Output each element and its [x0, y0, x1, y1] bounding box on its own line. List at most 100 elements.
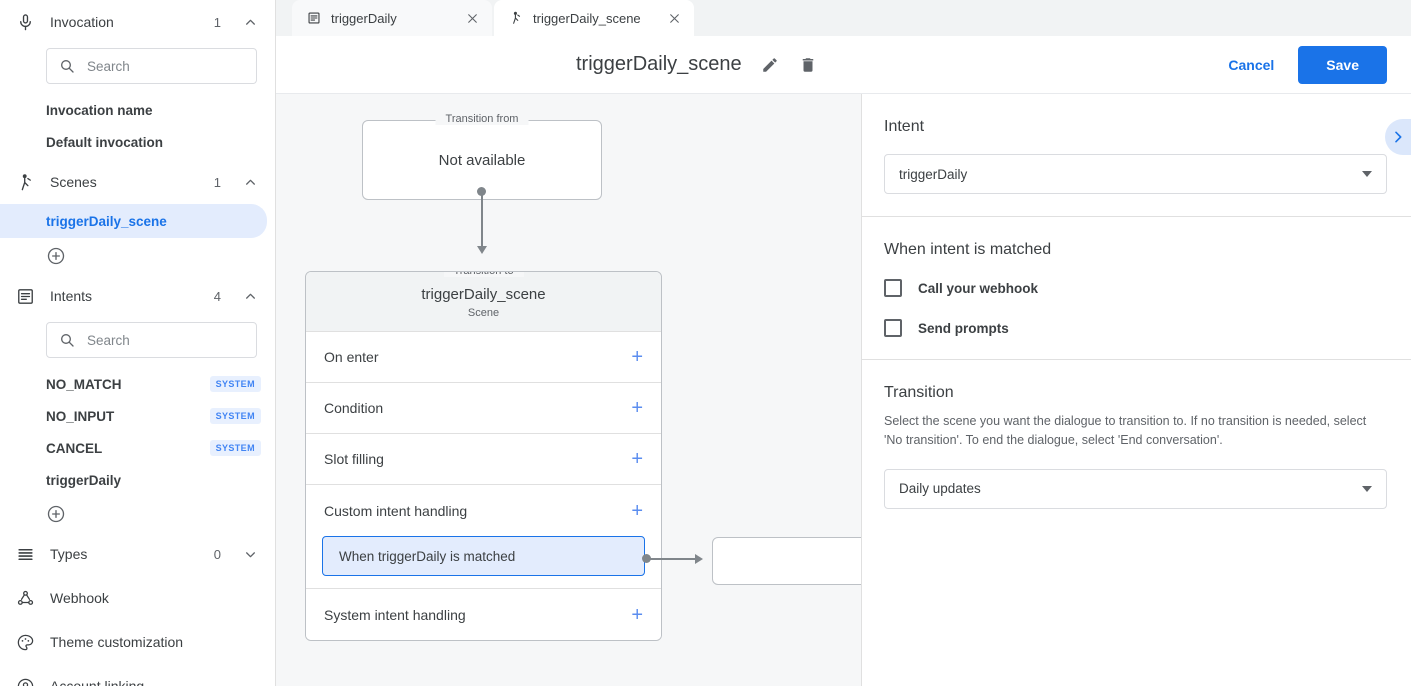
status-badge: SYSTEM — [209, 408, 261, 424]
transition-to-node[interactable]: Tr Dail — [712, 537, 861, 585]
sidebar-item-cancel[interactable]: CANCEL SYSTEM — [0, 432, 275, 464]
edge-arrow-down — [477, 246, 487, 254]
status-badge: SYSTEM — [209, 440, 261, 456]
edge-arrow-right — [695, 554, 703, 564]
sidebar-item-label: CANCEL — [46, 440, 103, 456]
sidebar-item-account-linking[interactable]: Account linking — [0, 664, 275, 686]
close-icon[interactable] — [464, 10, 480, 26]
trash-icon[interactable] — [798, 55, 818, 75]
sidebar-group-count: 1 — [213, 174, 221, 190]
scene-row-slot-filling[interactable]: Slot filling + — [306, 434, 661, 485]
webhook-icon — [14, 587, 36, 609]
palette-icon — [14, 631, 36, 653]
sidebar-item-no-input[interactable]: NO_INPUT SYSTEM — [0, 400, 275, 432]
sidebar-group-label: Invocation — [50, 14, 114, 30]
scene-row-condition[interactable]: Condition + — [306, 383, 661, 434]
intent-select[interactable]: triggerDaily — [884, 154, 1387, 194]
transition-section-title: Transition — [884, 384, 954, 401]
scene-header: triggerDaily_scene Cancel Save — [276, 36, 1411, 94]
add-scene-button[interactable] — [0, 238, 275, 274]
sidebar-item-webhook[interactable]: Webhook — [0, 576, 275, 620]
transition-select[interactable]: Daily updates — [884, 468, 1387, 509]
intent-select-value: triggerDaily — [899, 166, 968, 182]
sidebar-item-no-match[interactable]: NO_MATCH SYSTEM — [0, 368, 275, 400]
add-slot-filling-icon[interactable]: + — [631, 448, 643, 470]
chevron-up-icon[interactable] — [243, 289, 257, 303]
transition-select-value: Daily updates — [899, 481, 981, 497]
scene-graph-canvas[interactable]: Transition from Not available Transition… — [276, 94, 862, 686]
scene-row-on-enter[interactable]: On enter + — [306, 332, 661, 383]
tab-triggerdaily[interactable]: triggerDaily — [292, 0, 492, 36]
sidebar-group-scenes[interactable]: Scenes 1 — [0, 160, 275, 204]
sidebar-item-triggerdaily-scene[interactable]: triggerDaily_scene — [0, 204, 267, 238]
transition-section: Transition Select the scene you want the… — [862, 360, 1411, 531]
intent-section-title: Intent — [884, 118, 925, 135]
close-icon[interactable] — [666, 10, 682, 26]
scene-icon — [508, 11, 523, 26]
add-intent-button[interactable] — [0, 496, 275, 532]
scene-node-header: triggerDaily_scene Scene — [306, 272, 661, 332]
scene-icon — [14, 171, 36, 193]
sidebar-item-triggerdaily[interactable]: triggerDaily — [0, 464, 275, 496]
cancel-button[interactable]: Cancel — [1214, 48, 1288, 82]
intents-search-input[interactable]: Search — [46, 322, 257, 358]
chevron-down-icon[interactable] — [243, 547, 257, 561]
status-badge: SYSTEM — [209, 376, 261, 392]
sidebar-item-label: Invocation name — [46, 102, 153, 118]
custom-intent-handler-list: When triggerDaily is matched — [306, 536, 661, 589]
pencil-icon[interactable] — [760, 55, 780, 75]
chevron-up-icon[interactable] — [243, 175, 257, 189]
call-webhook-row[interactable]: Call your webhook — [884, 279, 1387, 297]
add-condition-icon[interactable]: + — [631, 397, 643, 419]
sidebar-item-theme-customization[interactable]: Theme customization — [0, 620, 275, 664]
plus-circle-icon — [46, 504, 66, 524]
when-intent-matched-section: When intent is matched Call your webhook… — [862, 217, 1411, 360]
scene-row-custom-intent-handling[interactable]: Custom intent handling + — [306, 485, 661, 536]
edge-vertical — [481, 192, 483, 248]
sidebar-group-count: 1 — [213, 14, 221, 30]
intent-handler-chip[interactable]: When triggerDaily is matched — [322, 536, 645, 576]
add-on-enter-icon[interactable]: + — [631, 346, 643, 368]
scene-row-label: Custom intent handling — [324, 502, 468, 519]
edge-handler-dot — [642, 554, 651, 563]
sidebar-group-intents[interactable]: Intents 4 — [0, 274, 275, 318]
transition-description: Select the scene you want the dialogue t… — [884, 414, 1367, 448]
send-prompts-checkbox[interactable] — [884, 319, 902, 337]
invocation-search-input[interactable]: Search — [46, 48, 257, 84]
sidebar-group-count: 4 — [213, 288, 221, 304]
send-prompts-row[interactable]: Send prompts — [884, 319, 1387, 337]
sidebar-group-invocation[interactable]: Invocation 1 — [0, 0, 275, 44]
scene-row-label: On enter — [324, 349, 379, 365]
scene-node-type: Scene — [467, 307, 500, 319]
edge-source-dot — [477, 187, 486, 196]
list-icon — [14, 543, 36, 565]
sidebar-item-label: Webhook — [50, 590, 109, 606]
scene-row-label: Slot filling — [324, 451, 384, 467]
scene-node-name: triggerDaily_scene — [421, 286, 546, 303]
add-system-intent-icon[interactable]: + — [631, 603, 643, 626]
sidebar-item-default-invocation[interactable]: Default invocation — [0, 126, 275, 158]
scene-node-card[interactable]: Transition to triggerDaily_scene Scene O… — [305, 271, 662, 641]
sidebar-group-label: Intents — [50, 288, 93, 304]
sidebar-item-invocation-name[interactable]: Invocation name — [0, 94, 275, 126]
properties-panel: Intent triggerDaily When intent is match… — [862, 94, 1411, 686]
sidebar-group-types[interactable]: Types 0 — [0, 532, 275, 576]
sidebar-group-label: Types — [50, 546, 88, 562]
call-webhook-checkbox[interactable] — [884, 279, 902, 297]
account-circle-icon — [14, 675, 36, 686]
chevron-right-icon[interactable] — [1385, 119, 1411, 155]
chevron-up-icon[interactable] — [243, 15, 257, 29]
scene-row-system-intent-handling[interactable]: System intent handling + — [306, 589, 661, 640]
plus-circle-icon — [46, 246, 66, 266]
sidebar-group-count: 0 — [213, 546, 221, 562]
search-icon — [59, 58, 75, 74]
add-custom-intent-icon[interactable]: + — [631, 499, 643, 522]
main-area: triggerDaily triggerDaily_scene trigge — [276, 0, 1411, 686]
scene-row-label: Condition — [324, 400, 384, 416]
transition-from-legend: Transition from — [435, 113, 529, 125]
call-webhook-label: Call your webhook — [918, 280, 1039, 296]
save-button[interactable]: Save — [1298, 45, 1387, 84]
tab-triggerdaily-scene[interactable]: triggerDaily_scene — [494, 0, 694, 36]
sidebar-group-label: Scenes — [50, 174, 97, 190]
